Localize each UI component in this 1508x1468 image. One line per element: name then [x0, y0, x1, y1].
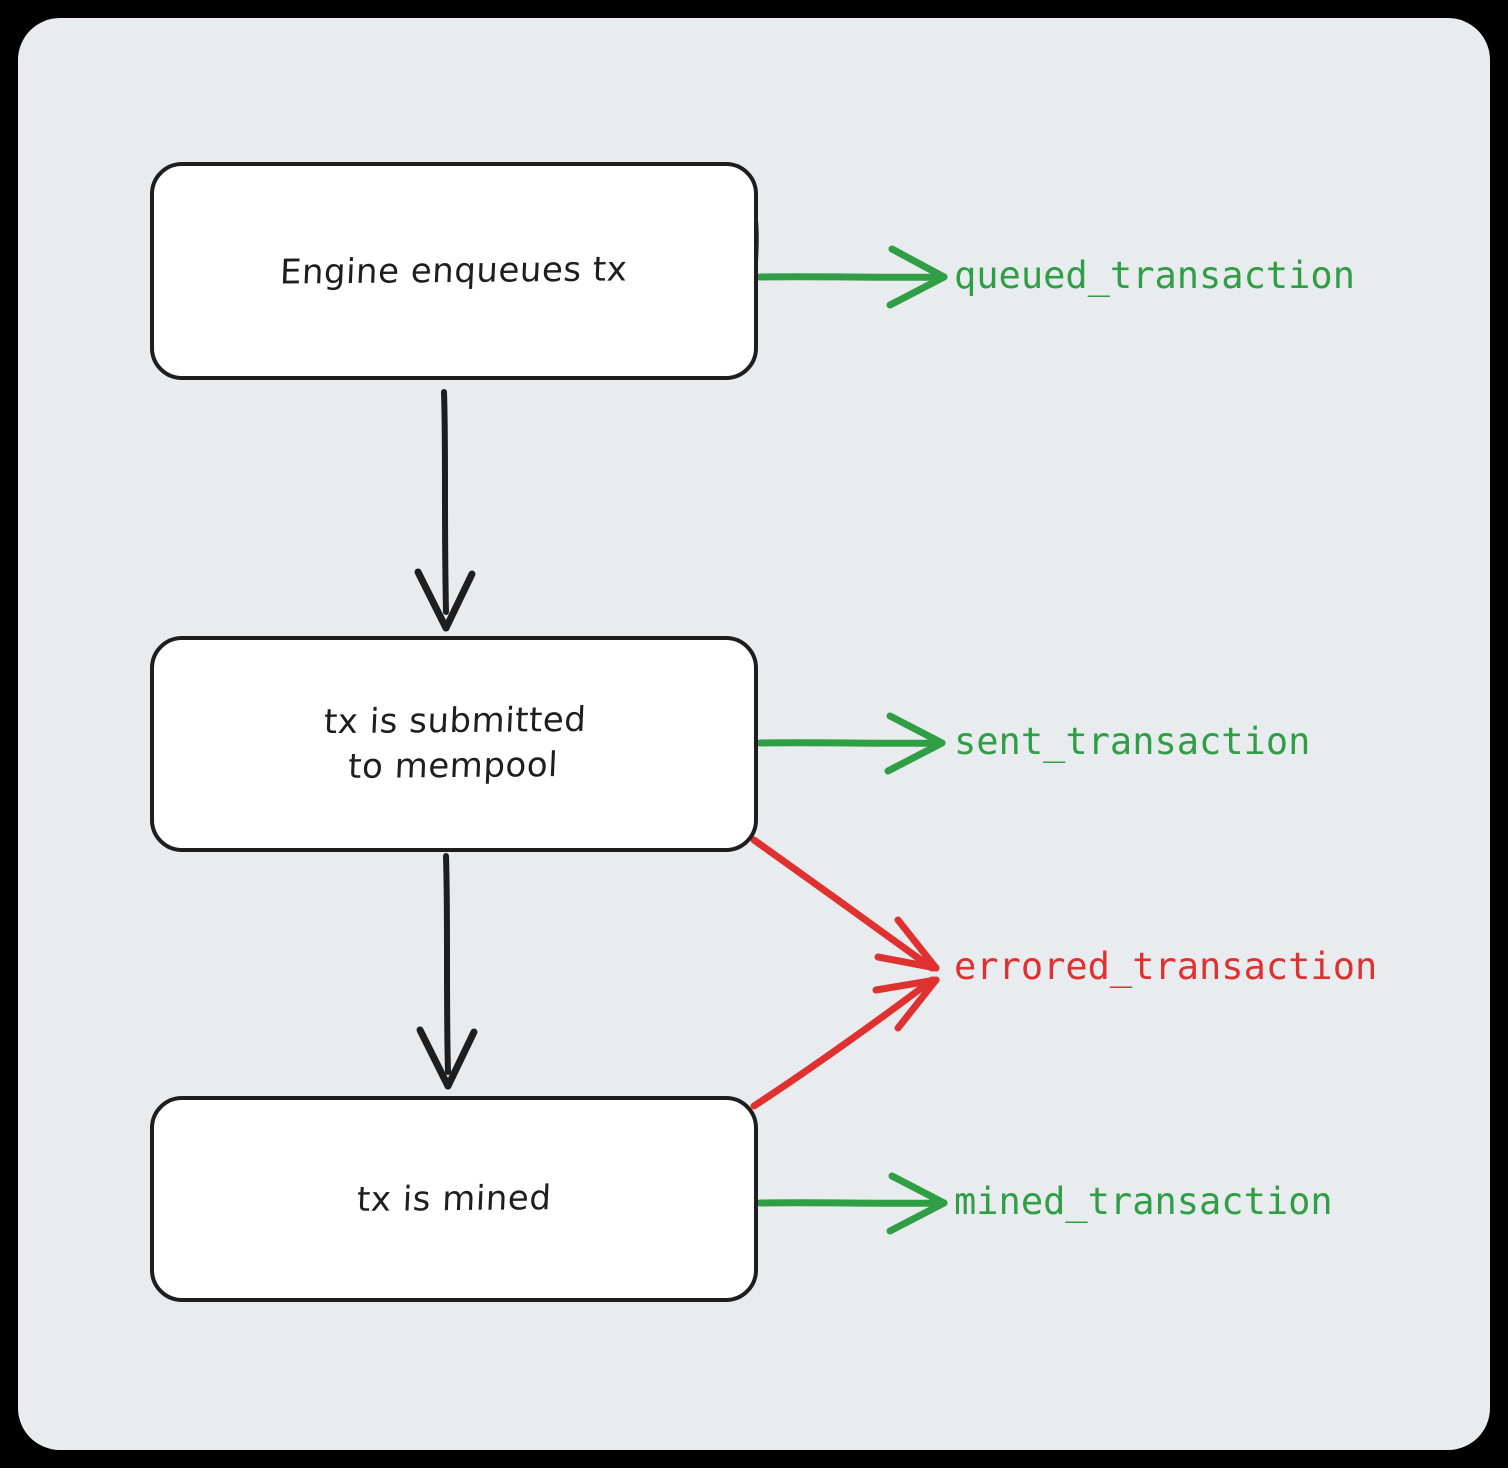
node-tx-is-mined[interactable]: tx is mined — [150, 1096, 758, 1302]
event-arrow-sent — [756, 712, 946, 775]
node-label: Engine enqueues tx — [279, 249, 629, 293]
node-tx-submitted-to-mempool[interactable]: tx is submitted to mempool — [150, 636, 758, 852]
flow-arrow-mempool-to-mined — [416, 853, 478, 1090]
node-label: tx is mined — [355, 1177, 553, 1220]
flow-arrow-enqueue-to-mempool — [414, 389, 476, 632]
event-arrow-errored-from-mined — [750, 976, 940, 1110]
event-arrow-queued — [756, 245, 948, 309]
event-label-sent-transaction: sent_transaction — [954, 720, 1311, 763]
event-label-mined-transaction: mined_transaction — [954, 1180, 1333, 1223]
event-arrow-errored-from-mempool — [750, 836, 940, 972]
event-label-queued-transaction: queued_transaction — [954, 254, 1355, 297]
node-label: tx is submitted to mempool — [322, 699, 588, 787]
event-label-errored-transaction: errored_transaction — [954, 945, 1378, 988]
event-arrow-mined — [756, 1172, 948, 1235]
node-engine-enqueues-tx[interactable]: Engine enqueues tx — [150, 162, 758, 380]
